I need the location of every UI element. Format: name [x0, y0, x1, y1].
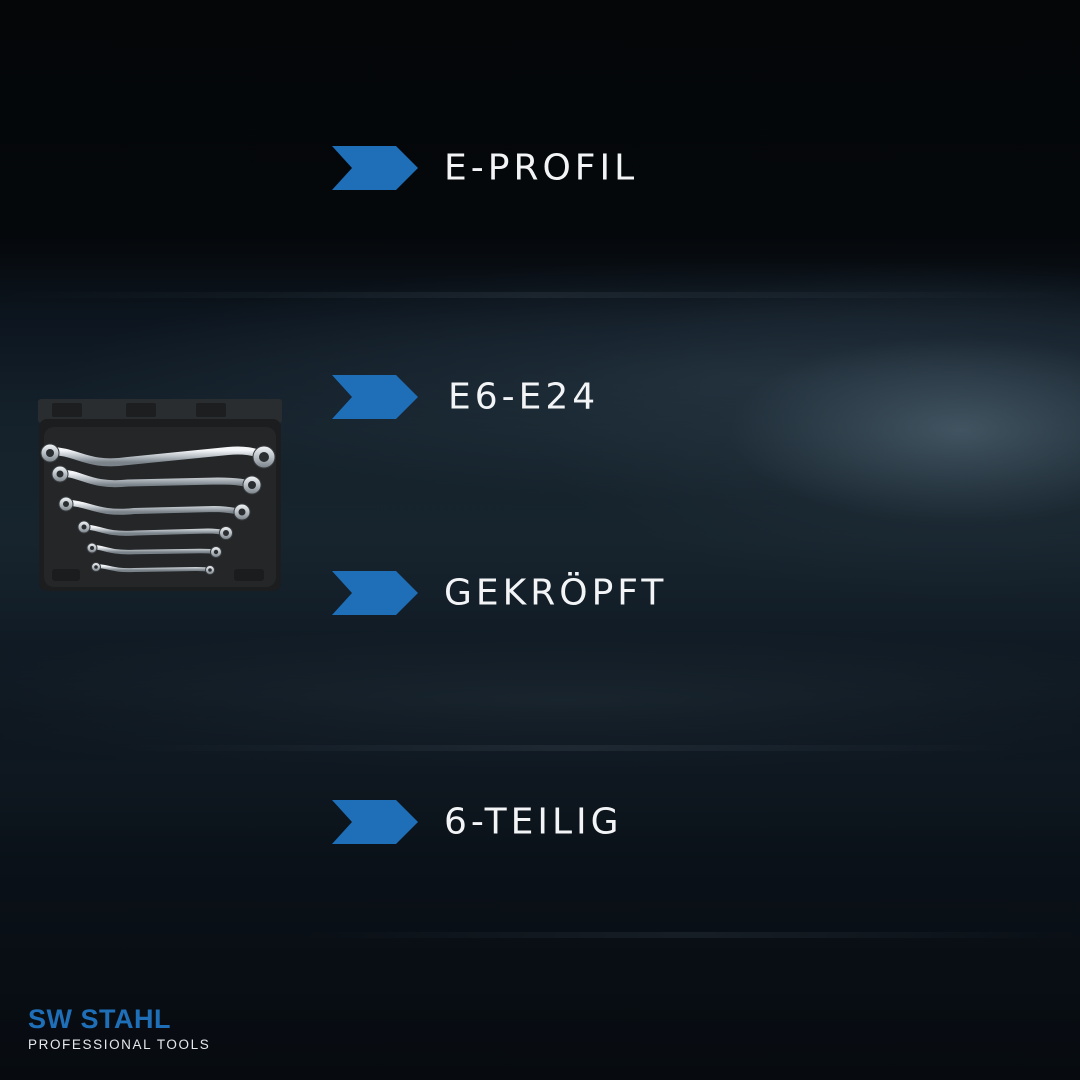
chevron-right-icon — [332, 800, 418, 844]
light-streak — [120, 745, 1020, 751]
feature-item-e-profil: E-PROFIL — [332, 145, 634, 191]
light-streak — [300, 932, 1080, 938]
feature-label: 6-TEILIG — [444, 801, 623, 843]
chevron-right-icon — [332, 571, 418, 615]
feature-item-6-teilig: 6-TEILIG — [332, 799, 619, 845]
feature-label: E6-E24 — [448, 376, 600, 418]
feature-item-gekroepft: GEKRÖPFT — [332, 570, 663, 616]
brand-subtitle: PROFESSIONAL TOOLS — [28, 1037, 211, 1052]
feature-item-e6-e24: E6-E24 — [332, 374, 595, 420]
chevron-right-icon — [332, 146, 418, 190]
wrench-set-image — [38, 399, 282, 591]
feature-label: E-PROFIL — [444, 147, 639, 189]
feature-label: GEKRÖPFT — [444, 572, 668, 614]
brand-logo: SW STAHL PROFESSIONAL TOOLS — [28, 1004, 210, 1054]
chevron-right-icon — [332, 375, 418, 419]
light-streak — [0, 292, 1080, 298]
brand-name: SW STAHL — [28, 1004, 171, 1034]
